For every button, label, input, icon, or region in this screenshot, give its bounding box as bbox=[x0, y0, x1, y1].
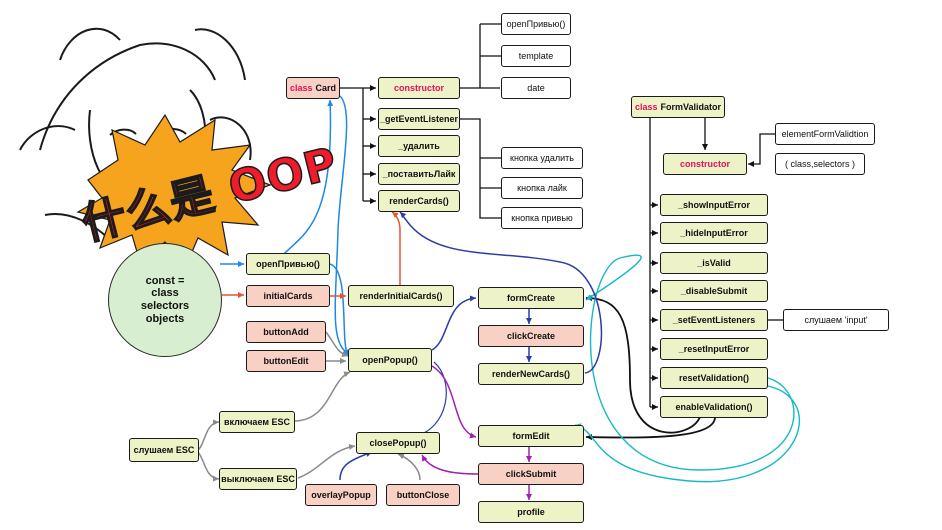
node-enable-validation[interactable]: enableValidation() bbox=[660, 396, 768, 418]
node-button-edit[interactable]: buttonEdit bbox=[246, 350, 326, 372]
node-button-close[interactable]: buttonClose bbox=[386, 484, 460, 506]
node-reset-validation[interactable]: resetValidation() bbox=[660, 367, 768, 389]
node-element-form-validation[interactable]: elementFormValidtion bbox=[775, 123, 875, 145]
node-udalit[interactable]: _удалить bbox=[378, 135, 460, 157]
edge-reset-formcreate bbox=[585, 254, 795, 471]
edge-renderinitial-rendercards bbox=[391, 211, 401, 285]
class-name: Card bbox=[315, 82, 337, 93]
edge-openpopup-formcreate bbox=[431, 295, 477, 351]
circle-line: selectors bbox=[140, 300, 190, 312]
node-knopka-privyu[interactable]: кнопка привью bbox=[501, 207, 583, 229]
edge-openprivyu-openpopup bbox=[329, 263, 349, 357]
class-keyword: class bbox=[289, 82, 313, 93]
edge-buttonclose-closepopup bbox=[397, 453, 421, 481]
node-overlay-popup[interactable]: overlayPopup bbox=[305, 484, 377, 506]
node-date[interactable]: date bbox=[501, 77, 571, 99]
node-form-edit[interactable]: formEdit bbox=[478, 425, 584, 447]
node-get-event-listener[interactable]: _getEventListener bbox=[378, 108, 460, 130]
constructor-label: constructor bbox=[393, 82, 444, 93]
edge-openpopup-formedit bbox=[429, 364, 477, 439]
edge-slushaem-vkl bbox=[197, 419, 220, 451]
node-render-cards[interactable]: renderCards() bbox=[378, 190, 460, 212]
node-close-popup[interactable]: closePopup() bbox=[356, 432, 440, 454]
node-render-initial-cards[interactable]: renderInitialCards() bbox=[348, 285, 454, 307]
node-class-selectors[interactable]: ( class,selectors ) bbox=[775, 153, 865, 175]
edge-overlay-closepopup bbox=[339, 451, 373, 481]
node-show-input-error[interactable]: _showInputError bbox=[660, 194, 768, 216]
node-slushaem-esc[interactable]: слушаем ESC bbox=[129, 438, 199, 462]
circle-line: class bbox=[151, 287, 179, 300]
edge-rendernew-rendercards bbox=[399, 211, 603, 374]
node-slushaem-input[interactable]: слушаем 'input' bbox=[783, 309, 889, 331]
node-template[interactable]: template bbox=[501, 45, 571, 67]
node-button-add[interactable]: buttonAdd bbox=[246, 321, 326, 343]
node-click-create[interactable]: clickCreate bbox=[478, 325, 584, 347]
edge-vkl-openpopup bbox=[294, 371, 351, 422]
node-knopka-udalit[interactable]: кнопка удалить bbox=[501, 147, 583, 169]
node-render-new-cards[interactable]: renderNewCards() bbox=[478, 363, 584, 385]
edge-vykl-closepopup bbox=[297, 443, 356, 479]
edge-listener-buttons bbox=[460, 118, 501, 219]
class-keyword: class bbox=[634, 101, 658, 112]
constructor-label: constructor bbox=[679, 158, 730, 169]
node-open-popup[interactable]: openPopup() bbox=[348, 348, 432, 372]
edge-openprivyu-classcard bbox=[279, 99, 334, 259]
edge-enable-formcreate bbox=[585, 295, 701, 434]
node-disable-submit[interactable]: _disableSubmit bbox=[660, 280, 768, 302]
edge-card-buttons-openpopup bbox=[334, 95, 348, 353]
node-form-create[interactable]: formCreate bbox=[478, 287, 584, 309]
circle-line: const = bbox=[145, 274, 185, 287]
node-constructor-card[interactable]: constructor bbox=[378, 77, 460, 99]
node-vklyuchaem-esc[interactable]: включаем ESC bbox=[219, 411, 295, 433]
node-is-valid[interactable]: _isValid bbox=[660, 252, 768, 274]
node-constructor-fv[interactable]: constructor bbox=[663, 153, 747, 175]
node-postavit-layk[interactable]: _поставитьЛайк bbox=[378, 163, 460, 185]
edge-buttonadd-openpopup bbox=[325, 331, 349, 357]
node-open-privyu-param[interactable]: openПривью() bbox=[501, 13, 571, 35]
node-set-event-listeners[interactable]: _setEventListeners bbox=[660, 309, 768, 331]
node-profile[interactable]: profile bbox=[478, 501, 584, 523]
edge-clicksubmit-closepopup bbox=[421, 454, 479, 475]
node-reset-input-error[interactable]: _resetInputError bbox=[660, 338, 768, 360]
edge-slushaem-vykl bbox=[197, 451, 220, 482]
node-hide-input-error[interactable]: _hideInputError bbox=[660, 222, 768, 244]
circle-line: objects bbox=[145, 312, 185, 325]
node-initial-cards[interactable]: initialCards bbox=[246, 285, 330, 307]
const-circle: const = class selectors objects bbox=[108, 243, 222, 357]
class-name: FormValidator bbox=[660, 101, 722, 112]
node-open-privyu[interactable]: openПривью() bbox=[246, 253, 330, 275]
burst-shape bbox=[76, 113, 272, 270]
node-vyklyuchaem-esc[interactable]: выключаем ESC bbox=[219, 468, 297, 490]
edge-fv-params bbox=[748, 133, 775, 167]
edge-reset-formedit bbox=[574, 385, 801, 483]
node-knopka-layk[interactable]: кнопка лайк bbox=[501, 177, 583, 199]
edge-enable-formedit bbox=[585, 416, 716, 441]
node-click-submit[interactable]: clickSubmit bbox=[478, 463, 584, 485]
